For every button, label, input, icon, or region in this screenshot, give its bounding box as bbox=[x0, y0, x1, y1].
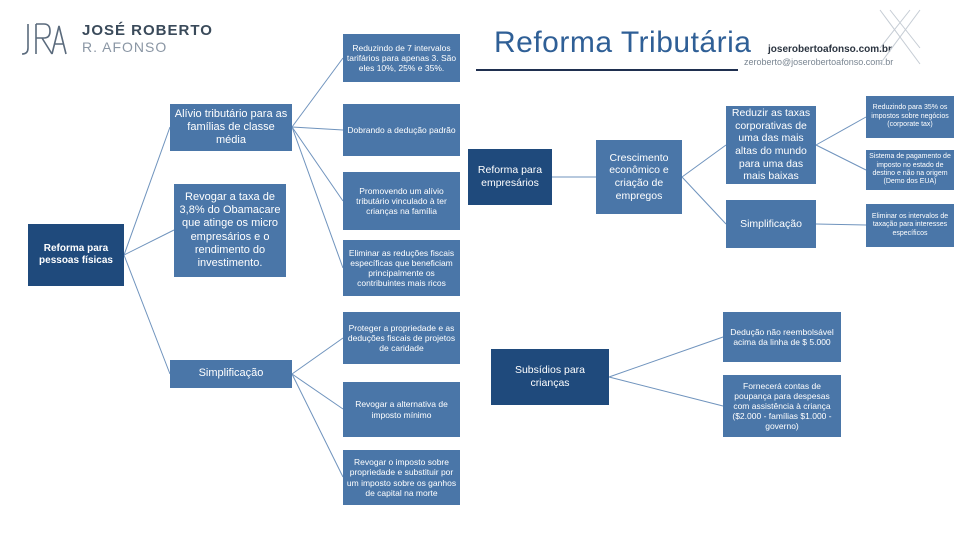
jra-monogram-logo bbox=[21, 23, 67, 55]
node-crescimento-economico: Crescimento econômico e criação de empre… bbox=[596, 140, 682, 214]
node-alivio-criancas: Promovendo um alívio tributário vinculad… bbox=[343, 172, 460, 230]
node-contas-poupanca: Fornecerá contas de poupança para despes… bbox=[723, 375, 841, 437]
node-reforma-empresarios: Reforma para empresários bbox=[468, 149, 552, 205]
logo-name-line1: JOSÉ ROBERTO bbox=[82, 22, 213, 39]
node-eliminar-intervalos-taxacao: Eliminar os intervalos de taxação para i… bbox=[866, 204, 954, 247]
node-simplificacao-empresarios: Simplificação bbox=[726, 200, 816, 248]
node-eliminar-reducoes: Eliminar as reduções fiscais específicas… bbox=[343, 240, 460, 296]
node-dobrando-deducao: Dobrando a dedução padrão bbox=[343, 104, 460, 156]
node-revogar-imposto-propriedade: Revogar o imposto sobre propriedade e su… bbox=[343, 450, 460, 505]
node-alivio-tributario: Alívio tributário para as famílias de cl… bbox=[170, 104, 292, 151]
node-revogar-obamacare: Revogar a taxa de 3,8% do Obamacare que … bbox=[174, 184, 286, 277]
title-underline bbox=[476, 69, 738, 71]
logo-name-line2: R. AFONSO bbox=[82, 39, 168, 55]
node-proteger-propriedade: Proteger a propriedade e as deduções fis… bbox=[343, 312, 460, 364]
node-deducao-nao-reembolsavel: Dedução não reembolsável acima da linha … bbox=[723, 312, 841, 362]
node-sistema-pagamento-destino: Sistema de pagamento de imposto no estad… bbox=[866, 150, 954, 190]
node-reforma-pessoas-fisicas: Reforma para pessoas físicas bbox=[28, 224, 124, 286]
email-link[interactable]: zeroberto@joserobertoafonso.com.br bbox=[744, 57, 894, 67]
node-reduzindo-corporate-tax: Reduzindo para 35% os impostos sobre neg… bbox=[866, 96, 954, 138]
node-revogar-imposto-minimo: Revogar a alternativa de imposto mínimo bbox=[343, 382, 460, 437]
website-link[interactable]: joserobertoafonso.com.br bbox=[768, 44, 892, 55]
node-subsidios-criancas: Subsídios para crianças bbox=[491, 349, 609, 405]
node-reduzir-taxas-corporativas: Reduzir as taxas corporativas de uma das… bbox=[726, 106, 816, 184]
node-simplificacao-pessoas: Simplificação bbox=[170, 360, 292, 388]
corner-decoration bbox=[879, 9, 921, 65]
page-title: Reforma Tributária bbox=[494, 26, 752, 59]
node-reduzindo-intervalos: Reduzindo de 7 intervalos tarifários par… bbox=[343, 34, 460, 82]
